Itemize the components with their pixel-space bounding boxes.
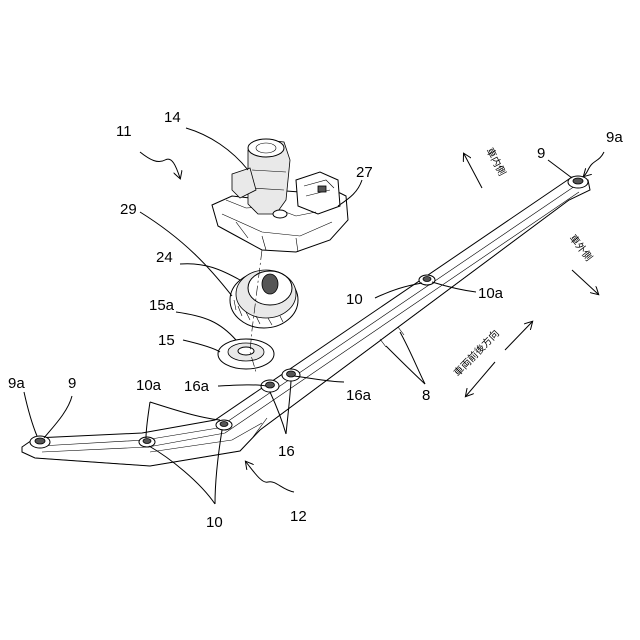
direction-arrow-outer	[572, 270, 598, 294]
rail-end-bracket-left	[30, 436, 50, 448]
label-16a-left: 16a	[184, 378, 210, 395]
label-9a-left: 9a	[8, 375, 25, 392]
label-vehicle-front-rear: 車両前後方向	[451, 327, 502, 379]
label-9-left: 9	[68, 375, 76, 392]
callout-arrow-9a-right	[584, 152, 604, 176]
label-16: 16	[278, 443, 295, 460]
label-15a: 15a	[149, 297, 175, 314]
callout-arrow-11	[140, 152, 180, 178]
washer-15	[218, 339, 274, 369]
label-10a-left: 10a	[136, 377, 162, 394]
callout-arrow-12	[246, 462, 294, 492]
label-vehicle-inner-side: 車内側	[483, 145, 509, 178]
label-10a-right: 10a	[478, 285, 504, 302]
mount-hole-2	[216, 420, 232, 430]
mount-hole-1	[139, 437, 155, 447]
pulley-16-right	[282, 369, 300, 381]
label-9a-right: 9a	[606, 129, 623, 146]
label-vehicle-outer-side: 車外側	[567, 232, 596, 264]
label-8: 8	[422, 387, 430, 404]
label-29: 29	[120, 201, 137, 218]
label-10-mid: 10	[346, 291, 363, 308]
label-14: 14	[164, 109, 181, 126]
label-27: 27	[356, 164, 373, 181]
label-16a-right: 16a	[346, 387, 372, 404]
direction-arrow-inner	[464, 154, 482, 188]
gear-24	[230, 270, 298, 328]
label-15: 15	[158, 332, 175, 349]
label-9-right: 9	[537, 145, 545, 162]
label-24: 24	[156, 249, 173, 266]
label-12: 12	[290, 508, 307, 525]
label-10-bottom: 10	[206, 514, 223, 531]
drive-unit	[212, 139, 348, 252]
label-11: 11	[116, 123, 132, 140]
